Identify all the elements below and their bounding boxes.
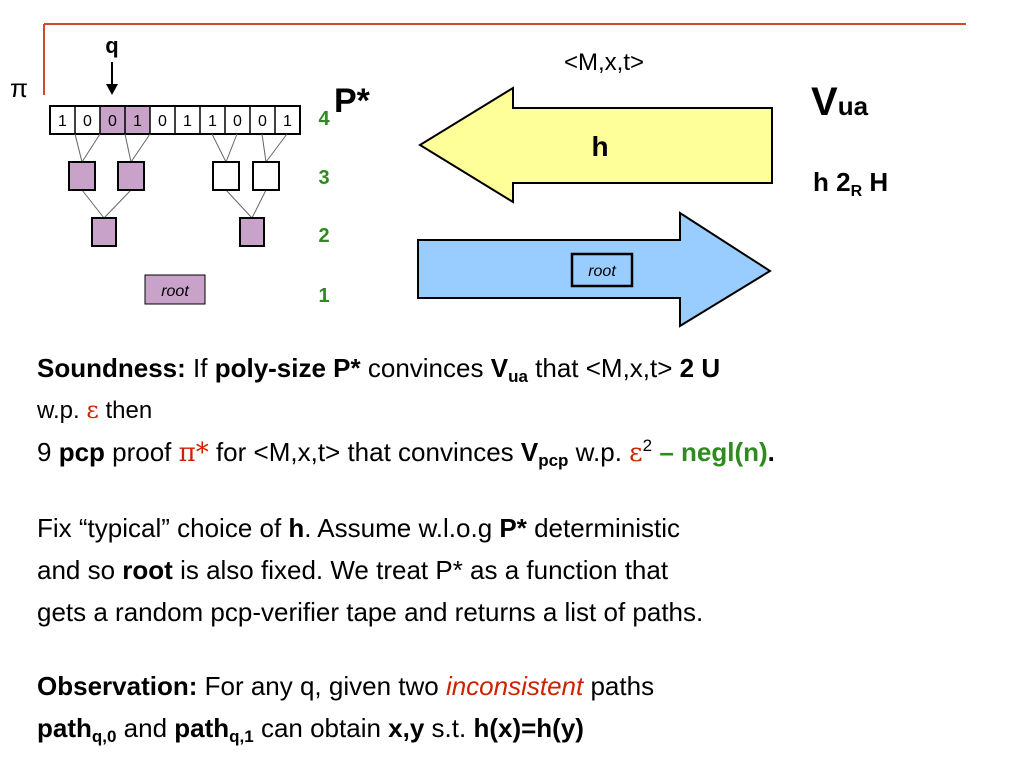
node: [239, 217, 265, 247]
node: [68, 161, 96, 191]
message-label: <M,x,t>: [564, 49, 644, 76]
arrow-root-label: root: [588, 263, 616, 280]
query-arrow: [106, 62, 118, 95]
title-rule: [43, 23, 966, 95]
level3-nodes: [68, 161, 280, 191]
soundness-line-1: Soundness: If poly-size P* convinces Vua…: [37, 353, 721, 386]
hash-family-label: h 2R H: [813, 167, 889, 200]
level-4: 4: [318, 108, 330, 130]
level-1: 1: [318, 285, 329, 307]
leaf-bit: 1: [183, 113, 192, 130]
leaf-bit: 0: [233, 113, 242, 130]
hash-arrow-label: h: [591, 131, 608, 162]
leaf-bit: 0: [108, 113, 117, 130]
soundness-line-2: w.p. ε then: [37, 396, 153, 424]
leaf-row-border: [49, 105, 301, 135]
level2-nodes: [91, 217, 265, 247]
level-numbers: 4 3 2 1: [318, 108, 330, 307]
observation-line-2: pathq,0 and pathq,1 can obtain x,y s.t. …: [37, 713, 584, 746]
prover-label: P*: [334, 82, 371, 120]
leaf-bit: 1: [283, 113, 292, 130]
node: [252, 161, 280, 191]
pi-label: π: [10, 73, 28, 103]
node: [91, 217, 117, 247]
root-node: [144, 274, 206, 305]
leaf-bit: 1: [58, 113, 67, 130]
leaf-bit: 0: [158, 113, 167, 130]
soundness-line-3: 9 pcp proof π* for <M,x,t> that convince…: [37, 436, 775, 470]
fix-line-1: Fix “typical” choice of h. Assume w.l.o.…: [37, 513, 681, 543]
arrow-root-box: [570, 252, 634, 288]
observation-line-1: Observation: For any q, given two incons…: [37, 671, 655, 701]
leaf-bit: 0: [83, 113, 92, 130]
node: [212, 161, 240, 191]
level-3: 3: [318, 167, 329, 189]
fix-line-2: and so root is also fixed. We treat P* a…: [37, 555, 669, 585]
verifier-label: Vua: [811, 80, 869, 124]
leaf-highlight-1: [125, 106, 150, 134]
q-label: q: [105, 33, 118, 58]
node: [117, 161, 145, 191]
leaf-bit: 1: [133, 113, 142, 130]
fix-line-3: gets a random pcp-verifier tape and retu…: [37, 597, 704, 627]
leaf-bit: 0: [258, 113, 267, 130]
leaf-highlight-0: [100, 106, 125, 134]
level-2: 2: [318, 225, 329, 247]
tree-edges: [74, 133, 288, 219]
protocol-arrows: <M,x,t> h root: [417, 49, 773, 328]
root-node-label: root: [161, 283, 189, 300]
hash-arrow: [418, 86, 773, 204]
leaf-bit: 1: [208, 113, 217, 130]
